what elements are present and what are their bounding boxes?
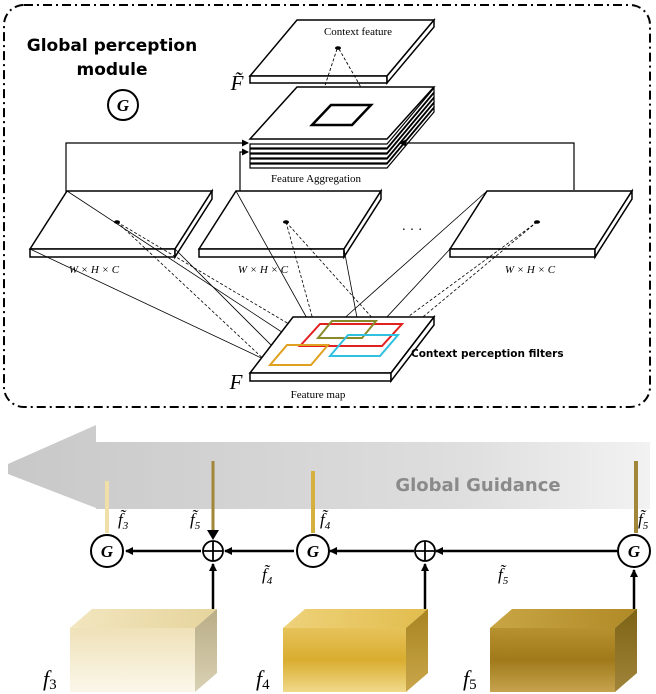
- g-node-3-symbol: G: [101, 542, 114, 561]
- plus-node-2: [414, 540, 436, 562]
- ft3-label: f̃3: [118, 510, 129, 532]
- module-border: [3, 4, 651, 408]
- module-g-symbol: G: [117, 96, 130, 115]
- feature-box-f3: [70, 609, 217, 692]
- f-tilde-label: F̃: [230, 71, 244, 95]
- solid-left-a: [29, 248, 273, 364]
- g-node-4: [296, 534, 330, 568]
- g-node-5: [617, 534, 651, 568]
- guidance-drop-f5-plus-head: [207, 530, 219, 540]
- ft5-label-guidance: f̃5: [638, 510, 649, 532]
- whc-label-left: W × H × C: [69, 264, 120, 276]
- module-g-circle: [107, 89, 139, 121]
- solid-left-b: [174, 248, 289, 363]
- whc-plate-left: [28, 188, 214, 260]
- filter-red: [297, 323, 405, 347]
- ft4-label-guidance: f̃4: [320, 510, 331, 532]
- filter-cyan: [327, 334, 401, 357]
- whc-label-right: W × H × C: [505, 264, 556, 276]
- proj-right-a: [389, 221, 538, 331]
- f3-label: f3: [43, 666, 57, 693]
- context-feature-point: [335, 46, 341, 50]
- module-title-line1: Global perception: [27, 36, 197, 56]
- filter-orange: [267, 344, 331, 366]
- whc-plate-right: [448, 188, 634, 260]
- f5-label: f5: [463, 666, 477, 693]
- agg-arrow-right: [399, 139, 575, 190]
- plus-node-1: [202, 540, 224, 562]
- feature-aggregation-label: Feature Aggregation: [271, 173, 362, 185]
- f4-label: f4: [256, 666, 270, 693]
- feature-box-f4: [283, 609, 428, 692]
- g-node-5-symbol: G: [628, 542, 641, 561]
- ft5-label-plus: f̃5: [190, 510, 201, 532]
- solid-right-b: [339, 190, 488, 323]
- proj-mid-b: [285, 221, 377, 323]
- f-plain-label: F: [229, 370, 243, 394]
- g-node-4-symbol: G: [307, 542, 320, 561]
- context-feature-label: Context feature: [324, 26, 392, 38]
- filter-olive: [315, 320, 379, 339]
- feature-box-f5: [490, 609, 637, 692]
- ft5-label-flow: f̃5: [498, 565, 509, 587]
- agg-arrow-left: [65, 139, 249, 212]
- module-title-line2: module: [76, 60, 147, 80]
- feature-aggregation-stack: [248, 86, 436, 169]
- feature-map-label: Feature map: [291, 389, 346, 401]
- global-guidance-label: Global Guidance: [395, 475, 560, 496]
- context-feature-plate: [248, 17, 436, 86]
- solid-mid-a: [235, 190, 319, 339]
- feature-map-plate: [248, 314, 436, 384]
- ft4-label-flow: f̃4: [262, 565, 273, 587]
- global-guidance-arrow: [8, 425, 650, 509]
- context-filters-label: Context perception filters: [411, 348, 564, 360]
- g-node-3: [90, 534, 124, 568]
- whc-label-mid: W × H × C: [238, 264, 289, 276]
- whc-plate-mid: [197, 188, 383, 260]
- plates-ellipsis: · · ·: [402, 223, 423, 238]
- solid-left-c: [66, 190, 301, 345]
